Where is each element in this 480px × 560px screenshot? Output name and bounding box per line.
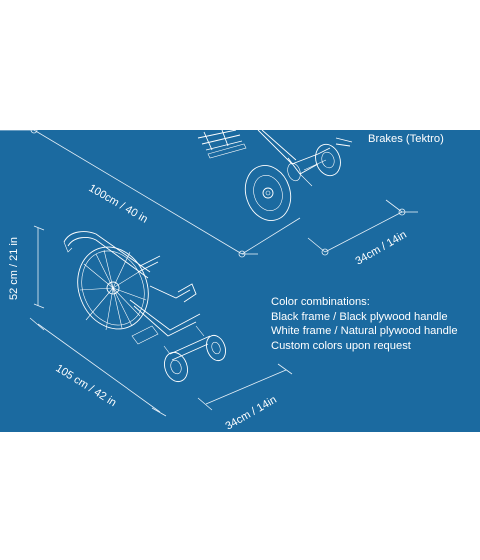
blueprint-drawing: 100cm / 40 in 34cm / 14in 52 cm / 21 in … <box>0 130 418 432</box>
color-option: White frame / Natural plywood handle <box>271 325 458 337</box>
dimension-length-top <box>0 130 301 258</box>
dimension-height <box>33 225 45 309</box>
color-combinations: Color combinations: Black frame / Black … <box>271 295 458 353</box>
dimension-width-top <box>307 199 418 256</box>
blueprint-panel: 100cm / 40 in 34cm / 14in 52 cm / 21 in … <box>0 130 480 432</box>
brakes-callout: Brakes (Tektro) <box>368 133 444 145</box>
dimension-length-bottom <box>29 317 167 417</box>
trike-top-drawing <box>197 130 353 221</box>
trike-bottom-drawing <box>63 231 227 383</box>
dimension-width-bottom <box>197 363 293 411</box>
color-combinations-heading: Color combinations: <box>271 296 370 308</box>
dimension-label-width-bottom: 34cm / 14in <box>224 394 279 432</box>
color-option: Custom colors upon request <box>271 339 411 352</box>
dimension-label-width-top: 34cm / 14in <box>354 229 409 268</box>
color-option: Black frame / Black plywood handle <box>271 310 448 323</box>
dimension-label-length-bottom: 105 cm / 42 in <box>53 362 118 409</box>
dimension-label-height: 52 cm / 21 in <box>8 237 20 300</box>
dimension-label-length-top: 100cm / 40 in <box>87 182 150 225</box>
